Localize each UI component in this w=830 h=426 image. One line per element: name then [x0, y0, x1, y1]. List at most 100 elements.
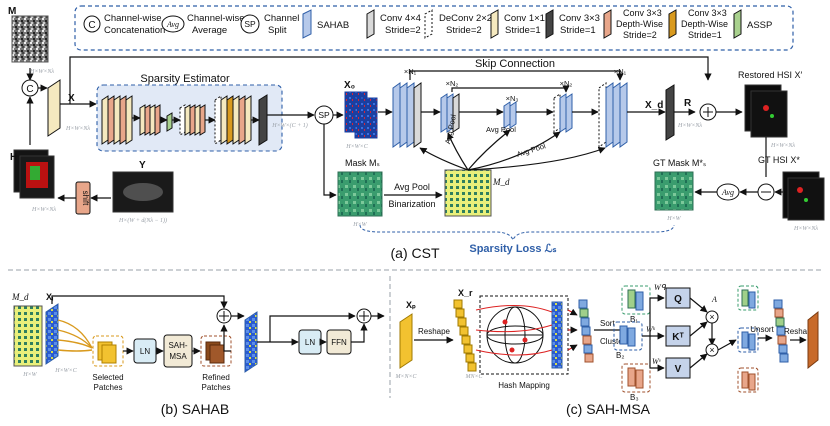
v-label: V [675, 364, 682, 375]
gt-mask-image [654, 171, 694, 211]
svg-text:×: × [709, 345, 714, 355]
q-label: Q [674, 294, 682, 305]
xp-block [399, 313, 413, 369]
n3-label: ×N₃ [506, 94, 519, 103]
x-dim: H×W×Nλ [65, 126, 90, 132]
legend-concat-label-2: Concatenation [104, 25, 165, 36]
x-label: X [68, 93, 75, 104]
md-image [444, 169, 492, 217]
sahab-md-image [13, 305, 43, 367]
sah-msa-panel: Xₚ M×N×C Reshape X_r MN×C Hash Mapping [394, 283, 819, 417]
sah-msa-label-1: SAH- [168, 341, 187, 350]
legend-assp-label: ASSP [747, 20, 772, 31]
n2-b-label: ×N₂ [560, 79, 573, 88]
legend-avg-label-1: Channel-wise [187, 13, 245, 24]
cst-concat-letter: C [26, 84, 33, 95]
bucket-b3-frame [621, 363, 651, 393]
binarization-label: Binarization [388, 199, 435, 209]
sahab-ln-1-label: LN [140, 347, 150, 356]
output-block [807, 310, 819, 370]
r-label: R [684, 98, 692, 109]
legend-conv4-label-2: Stride=2 [385, 25, 421, 36]
legend-conv1-label-1: Conv 1×1 [504, 13, 545, 24]
xr-dim: MN×C [464, 374, 483, 380]
legend-assp-block [733, 9, 742, 39]
hash-mapping-box [479, 295, 569, 375]
h-dim: H×W×Nλ [31, 207, 56, 213]
legend-dw2-label-1: Conv 3×3 [623, 8, 662, 18]
wq-label: Wᑫ [654, 283, 667, 292]
xp-dim: M×N×C [394, 374, 417, 380]
ffn-label: FFN [331, 338, 347, 347]
x0-label: X₀ [344, 80, 355, 91]
bucket-b3-label: B₃ [630, 393, 639, 402]
sort-label: Sort [600, 319, 615, 328]
a-label: A [711, 295, 717, 304]
xr-column [453, 299, 477, 372]
sparsity-estimator-layers [101, 94, 268, 146]
legend-conv3-block [545, 9, 554, 39]
sahab-xi-dim: H×W×C [54, 368, 77, 374]
legend-conv4-block [366, 9, 375, 39]
refined-label-2: Patches [202, 383, 231, 392]
x-block [47, 79, 61, 137]
unsorted-column [773, 299, 789, 363]
hash-bar [551, 301, 563, 369]
k-label: Kᵀ [672, 332, 684, 343]
se-dim: H×W×(C + 1) [271, 122, 307, 129]
wk-label: Wᵏ [646, 325, 656, 334]
legend-sahab-block [302, 9, 312, 39]
legend-dw1-label-1: Conv 3×3 [688, 8, 727, 18]
caption-sahab: (b) SAHAB [161, 401, 229, 417]
selected-label-1: Selected [92, 373, 123, 382]
cst-panel: M H×W×Nλ C X H×W×Nλ Sparsity Estimator [8, 6, 825, 261]
legend-split-label-1: Channel [264, 13, 299, 24]
legend-avg-letter: Avg [166, 20, 179, 29]
restored-label: Restored HSI X′ [738, 70, 803, 80]
sparsity-loss-label: Sparsity Loss ℒₛ [469, 243, 556, 255]
gt-dim: H×W×Nλ [793, 226, 818, 232]
gt-label: GT HSI X* [758, 155, 800, 165]
sah-msa-box [163, 334, 193, 368]
reshape-1-label: Reshape [418, 327, 451, 336]
legend-avg-label-2: Average [192, 25, 227, 36]
legend-deconv-block [424, 9, 433, 39]
out-bucket-3 [737, 367, 759, 393]
r-dim: H×W×Nλ [677, 123, 702, 129]
caption-cst: (a) CST [391, 245, 440, 261]
legend-conv3-label-1: Conv 3×3 [559, 13, 600, 24]
reshape-2-label: Reshape [784, 327, 817, 336]
selected-label-2: Patches [94, 383, 123, 392]
caption-sah-msa: (c) SAH-MSA [566, 401, 651, 417]
svg-text:×: × [709, 312, 714, 322]
avg-pool-2-label: Avg Pool [486, 125, 516, 134]
legend-dw2-label-2: Depth-Wise [616, 19, 663, 29]
out-bucket-2 [737, 327, 759, 353]
legend-split-letter: SP [244, 19, 256, 29]
xd-label: X_d [645, 100, 663, 111]
sahab-xi-block [45, 303, 59, 365]
sahab-mid-block [244, 311, 258, 373]
md-label: M_d [492, 177, 510, 187]
bucket-b1-label: B₁ [630, 315, 638, 324]
sahab-md-label: M_d [11, 292, 29, 302]
legend: C Channel-wise Concatenation Avg Channel… [74, 5, 794, 51]
legend-deconv-label-1: DeConv 2×2 [439, 13, 492, 24]
cst-avg-letter: Avg [721, 188, 734, 197]
xr-label: X_r [458, 288, 473, 298]
legend-conv1-label-2: Stride=1 [505, 25, 541, 36]
cst-backbone: ×N₁ ×N₂ ×N₃ ×N₂ ×N₁ [392, 67, 628, 148]
legend-sahab-label: SAHAB [317, 20, 349, 31]
bucket-b2-label: B₂ [616, 351, 624, 360]
m-dim: H×W×Nλ [29, 69, 54, 75]
sorted-column [578, 299, 594, 363]
m-label: M [8, 6, 16, 17]
legend-concat-letter: C [88, 20, 95, 31]
legend-concat-symbol [83, 15, 101, 33]
legend-avg-symbol [161, 15, 185, 33]
legend-dw1-block [668, 9, 677, 39]
legend-conv4-label-1: Conv 4×4 [380, 13, 421, 24]
sah-msa-label-2: MSA [169, 352, 187, 361]
legend-dw1-label-2: Depth-Wise [681, 19, 728, 29]
avg-pool-label: Avg Pool [394, 182, 430, 192]
